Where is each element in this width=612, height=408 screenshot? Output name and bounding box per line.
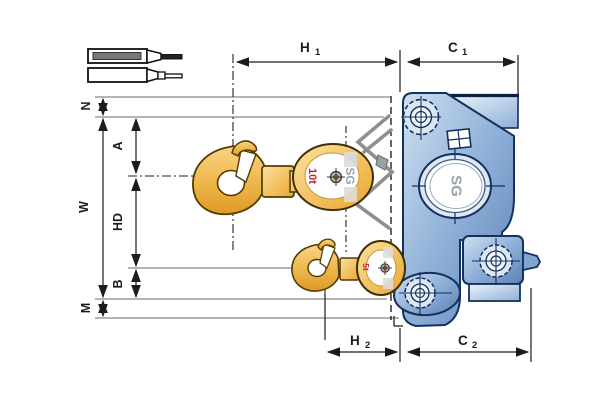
sg-badge-circle: SG — [412, 148, 505, 224]
label-h2: H — [350, 333, 361, 348]
dim-a: A — [111, 117, 141, 175]
chain-falls — [353, 114, 395, 230]
dim-c2: C 2 — [406, 288, 532, 362]
dim-b: B — [111, 268, 141, 299]
aux-wheel-bolt — [378, 261, 392, 275]
label-c2: C — [458, 333, 469, 348]
hoist-body: SG — [393, 92, 542, 328]
dim-n: N — [79, 97, 108, 117]
dim-m: M — [79, 299, 108, 318]
corner-dash-mark — [393, 316, 403, 327]
body-right-gear-boss — [472, 238, 520, 285]
dim-w: W — [77, 117, 108, 299]
chain-end-pin-outline — [87, 67, 183, 83]
main-wheel-logo-text: SG — [343, 167, 357, 184]
dim-h1: H 1 — [235, 40, 519, 97]
dim-c1: C 1 — [406, 40, 517, 67]
label-c1-sub: 1 — [462, 47, 468, 58]
label-n: N — [79, 101, 93, 110]
label-h2-sub: 2 — [365, 340, 370, 351]
label-c1: C — [448, 40, 459, 55]
label-h1: H — [300, 40, 311, 55]
label-c2-sub: 2 — [472, 340, 477, 351]
main-wheel-bolt — [327, 168, 345, 186]
body-logo-text: SG — [448, 175, 465, 197]
main-chain-wheel: SG 10t — [292, 143, 374, 211]
main-hook-assembly: SG 10t — [192, 140, 374, 216]
label-w: W — [77, 201, 91, 213]
main-wheel-capacity-text: 10t — [306, 168, 318, 184]
body-bottom-boss — [393, 271, 461, 317]
label-hd: HD — [111, 213, 125, 231]
aux-hook-assembly: 5t — [291, 238, 406, 296]
main-hook — [192, 140, 267, 216]
label-h1-sub: 1 — [315, 47, 321, 58]
aux-wheel-capacity-text: 5t — [361, 263, 371, 271]
label-b: B — [111, 279, 125, 288]
dim-h2: H 2 — [324, 294, 401, 362]
body-top-gear-boss — [401, 96, 441, 140]
chain-end-pin-solid — [87, 48, 183, 64]
extension-lines — [95, 96, 399, 319]
body-window-detail — [446, 128, 472, 150]
dim-hd: HD — [111, 177, 141, 268]
label-a: A — [111, 141, 125, 150]
aux-chain-wheel: 5t — [356, 240, 406, 296]
label-m: M — [79, 303, 93, 313]
aux-hook — [291, 238, 340, 292]
